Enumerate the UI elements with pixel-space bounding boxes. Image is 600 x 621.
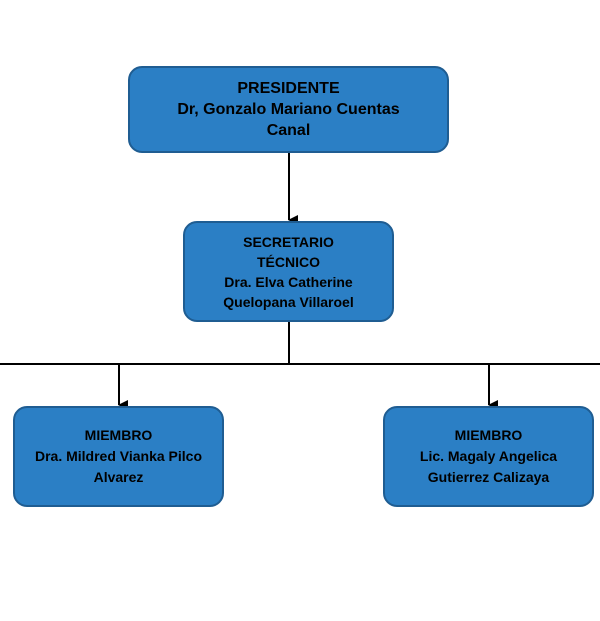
node-member-2-role: MIEMBRO [454,427,523,443]
node-member-2: MIEMBRO Lic. Magaly Angelica Gutierrez C… [383,406,594,507]
node-member-2-name: Lic. Magaly Angelica Gutierrez Calizaya [419,448,558,485]
node-member-1-role: MIEMBRO [84,427,153,443]
node-secretary-name: Dra. Elva Catherine Quelopana Villaroel [223,273,354,310]
node-president-name: Dr, Gonzalo Mariano Cuentas Canal [177,101,400,139]
node-president: PRESIDENTE Dr, Gonzalo Mariano Cuentas C… [128,66,449,153]
node-member-1: MIEMBRO Dra. Mildred Vianka Pilco Alvare… [13,406,224,507]
node-member-1-name: Dra. Mildred Vianka Pilco Alvarez [34,448,203,485]
node-president-role: PRESIDENTE [237,80,340,97]
node-secretary: SECRETARIO TÉCNICO Dra. Elva Catherine Q… [183,221,394,322]
node-secretary-role: SECRETARIO TÉCNICO [243,233,334,270]
